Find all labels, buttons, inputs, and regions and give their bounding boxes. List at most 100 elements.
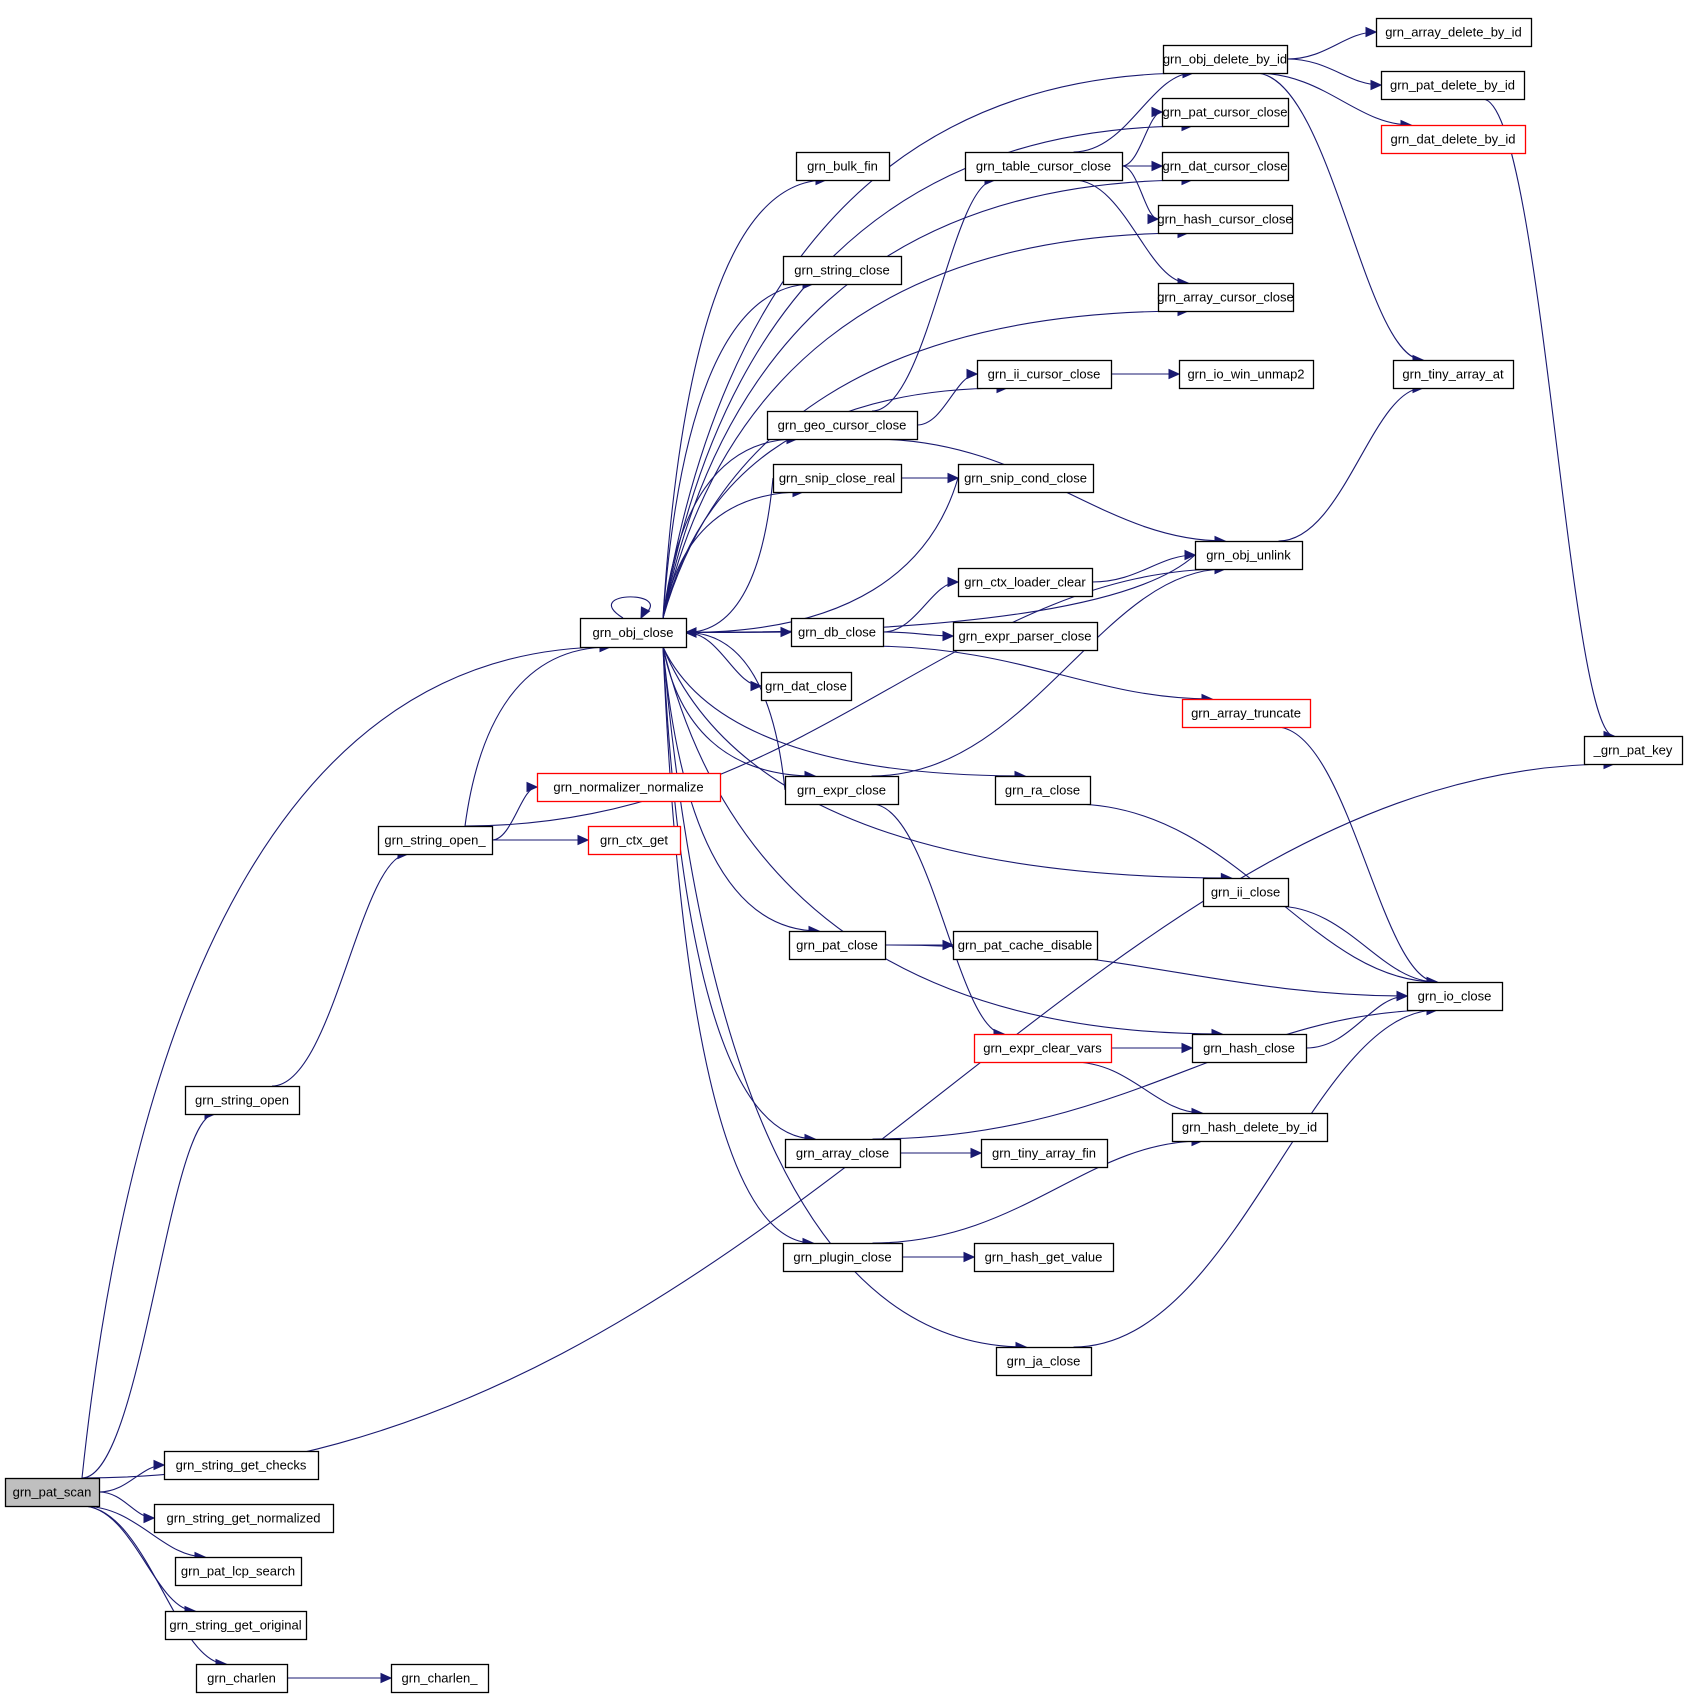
node-grn-normalizer-normalize[interactable]: grn_normalizer_normalize [536, 772, 722, 803]
edge-line [871, 568, 1226, 777]
node-label: grn_dat_delete_by_id [1390, 132, 1515, 147]
edge [98, 1459, 166, 1493]
node-grn-tiny-array-at[interactable]: grn_tiny_array_at [1392, 359, 1515, 390]
node-grn-array-delete-by-id[interactable]: grn_array_delete_by_id [1375, 17, 1533, 48]
edge-line [1073, 1009, 1438, 1348]
node-grn-charlen-[interactable]: grn_charlen_ [390, 1663, 490, 1694]
edge [901, 472, 960, 484]
node-box [957, 463, 1095, 494]
arrow-head-icon [1365, 26, 1378, 38]
edge [1121, 106, 1164, 167]
edge [1305, 990, 1409, 1049]
node-grn-pat-delete-by-id[interactable]: grn_pat_delete_by_id [1380, 70, 1526, 101]
edge [81, 758, 1616, 1479]
edge-line [1073, 72, 1194, 153]
node-grn-string-open[interactable]: grn_string_open [184, 1085, 301, 1116]
arrow-head-icon [684, 627, 697, 638]
node-grn-charlen[interactable]: grn_charlen [195, 1663, 289, 1694]
edge-line [81, 1113, 216, 1479]
edge-line [610, 596, 651, 619]
edge [1275, 726, 1439, 988]
node-box [587, 825, 682, 856]
node-label: grn_array_delete_by_id [1385, 25, 1522, 40]
node-grn-expr-close[interactable]: grn_expr_close [784, 775, 900, 806]
arrow-head-icon [1151, 160, 1164, 172]
node-grn-ja-close[interactable]: grn_ja_close [995, 1346, 1093, 1377]
node-grn-ii-cursor-close[interactable]: grn_ii_cursor_close [976, 359, 1113, 390]
node-grn-dat-cursor-close[interactable]: grn_dat_cursor_close [1161, 151, 1290, 182]
edge-line [81, 763, 1615, 1479]
node-grn-string-open-[interactable]: grn_string_open_ [377, 825, 494, 856]
node-grn-plugin-close[interactable]: grn_plugin_close [782, 1242, 904, 1273]
edge-line [1121, 165, 1159, 220]
node-grn-pat-key[interactable]: _grn_pat_key [1583, 735, 1684, 766]
node-grn-array-truncate[interactable]: grn_array_truncate [1181, 698, 1312, 729]
node-grn-bulk-fin[interactable]: grn_bulk_fin [795, 151, 891, 182]
node-grn-obj-unlink[interactable]: grn_obj_unlink [1194, 540, 1304, 571]
node-grn-expr-parser-close[interactable]: grn_expr_parser_close [952, 621, 1099, 652]
node-label: grn_ra_close [1005, 783, 1080, 798]
node-box [164, 1610, 308, 1641]
node-box [760, 671, 853, 702]
node-grn-string-get-checks[interactable]: grn_string_get_checks [163, 1450, 320, 1481]
node-grn-snip-cond-close[interactable]: grn_snip_cond_close [957, 463, 1095, 494]
node-grn-pat-scan[interactable]: grn_pat_scan [4, 1477, 101, 1508]
node-label: grn_dat_cursor_close [1162, 159, 1287, 174]
node-label: grn_dat_close [765, 679, 847, 694]
node-grn-dat-delete-by-id[interactable]: grn_dat_delete_by_id [1380, 124, 1527, 155]
node-box [1161, 97, 1290, 128]
edge [1482, 98, 1616, 742]
node-grn-array-close[interactable]: grn_array_close [784, 1138, 902, 1169]
edge-line [662, 72, 1194, 619]
node-grn-hash-get-value[interactable]: grn_hash_get_value [973, 1242, 1115, 1273]
edge-line [662, 646, 1223, 1035]
node-grn-obj-delete-by-id[interactable]: grn_obj_delete_by_id [1163, 44, 1289, 75]
node-grn-ctx-get[interactable]: grn_ctx_get [587, 825, 682, 856]
node-grn-string-get-original[interactable]: grn_string_get_original [164, 1610, 308, 1641]
node-box [957, 567, 1094, 598]
node-label: grn_string_get_original [169, 1618, 301, 1633]
node-grn-hash-close[interactable]: grn_hash_close [1191, 1033, 1308, 1064]
node-label: grn_charlen [207, 1671, 276, 1686]
arrow-head-icon [942, 630, 955, 642]
node-grn-hash-cursor-close[interactable]: grn_hash_cursor_close [1157, 204, 1294, 235]
node-grn-string-get-normalized[interactable]: grn_string_get_normalized [153, 1503, 335, 1534]
node-grn-pat-lcp-search[interactable]: grn_pat_lcp_search [174, 1556, 303, 1587]
node-grn-ctx-loader-clear[interactable]: grn_ctx_loader_clear [957, 567, 1094, 598]
node-grn-pat-cursor-close[interactable]: grn_pat_cursor_close [1161, 97, 1290, 128]
node-grn-hash-delete-by-id[interactable]: grn_hash_delete_by_id [1171, 1112, 1329, 1143]
node-label: grn_array_cursor_close [1157, 290, 1294, 305]
node-grn-expr-clear-vars[interactable]: grn_expr_clear_vars [973, 1033, 1113, 1064]
node-grn-snip-close-real[interactable]: grn_snip_close_real [772, 463, 903, 494]
node-grn-array-cursor-close[interactable]: grn_array_cursor_close [1157, 282, 1295, 313]
node-box [1583, 735, 1684, 766]
node-grn-io-close[interactable]: grn_io_close [1406, 981, 1504, 1012]
node-grn-ii-close[interactable]: grn_ii_close [1202, 877, 1290, 908]
edge [866, 645, 1214, 705]
edge-line [662, 646, 816, 777]
node-box [1194, 540, 1304, 571]
arrow-head-icon [1151, 106, 1164, 118]
node-grn-ra-close[interactable]: grn_ra_close [994, 775, 1092, 806]
edge [1072, 1061, 1204, 1119]
node-grn-table-cursor-close[interactable]: grn_table_cursor_close [964, 151, 1124, 182]
node-grn-db-close[interactable]: grn_db_close [790, 617, 885, 648]
node-box [952, 621, 1099, 652]
node-box [1380, 124, 1527, 155]
node-label: grn_tiny_array_at [1402, 367, 1504, 382]
node-box [153, 1503, 335, 1534]
node-grn-dat-close[interactable]: grn_dat_close [760, 671, 853, 702]
node-grn-tiny-array-fin[interactable]: grn_tiny_array_fin [980, 1138, 1109, 1169]
node-box [377, 825, 494, 856]
edge [1111, 1042, 1194, 1054]
arrow-head-icon [1396, 990, 1409, 1002]
node-box [184, 1085, 301, 1116]
node-grn-io-win-unmap2[interactable]: grn_io_win_unmap2 [1178, 359, 1315, 390]
node-grn-string-close[interactable]: grn_string_close [782, 255, 903, 286]
node-label: grn_plugin_close [793, 1250, 891, 1265]
node-grn-obj-close[interactable]: grn_obj_close [579, 617, 688, 649]
edge-line [662, 646, 1232, 879]
node-grn-pat-cache-disable[interactable]: grn_pat_cache_disable [952, 930, 1099, 961]
node-grn-geo-cursor-close[interactable]: grn_geo_cursor_close [766, 410, 919, 441]
node-grn-pat-close[interactable]: grn_pat_close [788, 930, 887, 961]
